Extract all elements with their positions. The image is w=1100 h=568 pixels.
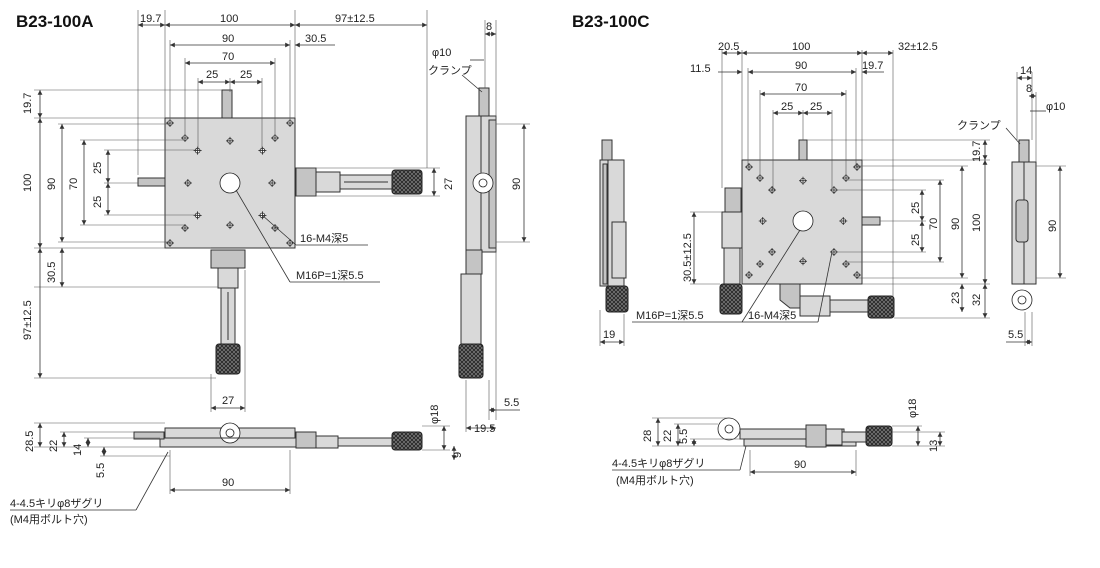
a-dim-top-30-5: 30.5 [305,33,326,45]
a-front-note-1: 4-4.5キリφ8ザグリ [10,496,103,510]
a-top-dimensions: 19.7 100 97±12.5 90 30.5 70 25 25 19.7 1… [22,10,455,412]
a-callout-center: M16P=1深5.5 [296,269,364,282]
a-side-dim-19-5: 19.5 [474,423,495,435]
a-side-dim-phi10: φ10 [432,47,451,59]
c-dim-top-11-5: 11.5 [690,63,711,75]
a-front-dim-90: 90 [222,477,234,489]
c-top-view [719,139,895,319]
c-front-dim-28: 28 [642,430,654,442]
c-dim-top-100: 100 [792,41,810,53]
c-front-view: 28 22 5.5 90 φ18 13 4-4.5キリφ8ザグリ (M4用ボルト… [612,399,945,487]
c-dim-top-70: 70 [795,82,807,94]
a-front-dim-phi18: φ18 [429,405,441,424]
c-front-dim-phi18: φ18 [907,399,919,418]
a-dim-left-19-7: 19.7 [22,93,34,114]
c-front-dim-5-5: 5.5 [678,429,690,444]
a-x-micrometer-knob [391,169,423,195]
c-dim-right-19-7: 19.7 [971,141,983,162]
c-dim-top-25b: 25 [810,101,822,113]
c-right-side-view: 14 8 φ10 クランプ 90 5.5 [957,65,1066,346]
c-side-clamp-label: クランプ [957,119,1001,132]
c-front-note-1: 4-4.5キリφ8ザグリ [612,456,705,470]
a-front-dim-9: 9 [452,452,464,458]
c-side-dim-phi10: φ10 [1046,101,1065,113]
a-side-dim-8: 8 [486,21,492,33]
c-dim-top-19-7: 19.7 [862,60,883,72]
a-dim-right-27: 27 [443,178,455,190]
c-side-dim-5-5: 5.5 [1008,329,1023,341]
a-dim-left-25b: 25 [92,196,104,208]
c-front-dim-13: 13 [928,440,940,452]
model-title-c: B23-100C [572,12,650,31]
a-dim-top-25b: 25 [240,69,252,81]
a-dim-left-30-5: 30.5 [46,262,58,283]
c-callout-center: M16P=1深5.5 [636,309,704,322]
c-side-dim-14: 14 [1020,65,1032,77]
a-dim-left-25a: 25 [92,162,104,174]
c-dim-right-25b: 25 [910,234,922,246]
model-title-a: B23-100A [16,12,94,31]
a-dim-top-97: 97±12.5 [335,13,375,25]
c-front-note-2: (M4用ボルト穴) [616,473,694,487]
a-dim-top-90: 90 [222,33,234,45]
c-dim-top-90: 90 [795,60,807,72]
a-front-dim-5-5: 5.5 [95,463,107,478]
c-dim-left-30-5: 30.5±12.5 [682,233,694,282]
c-dim-right-100: 100 [971,214,983,232]
c-side-dim-90: 90 [1047,220,1059,232]
c-dim-top-25a: 25 [781,101,793,113]
c-left-side-view: 19 [599,139,629,346]
c-dim-top-32: 32±12.5 [898,41,938,53]
a-dim-bottom-27: 27 [222,395,234,407]
a-dim-top-25a: 25 [206,69,218,81]
c-dim-right-70: 70 [928,218,940,230]
c-front-dim-90: 90 [794,459,806,471]
c-dim-right-23: 23 [950,292,962,304]
c-front-dim-22: 22 [662,430,674,442]
c-center-hole [792,210,814,232]
a-dim-top-19-7: 19.7 [140,13,161,25]
c-side-dim-8: 8 [1026,83,1032,95]
a-callout-holes: 16-M4深5 [300,232,348,245]
a-dim-left-97: 97±12.5 [22,300,34,340]
a-side-dim-5-5: 5.5 [504,397,519,409]
c-dim-right-90: 90 [950,218,962,230]
a-side-view: 8 φ10 クランプ 90 5.5 19.5 [428,20,530,435]
a-top-view [137,89,423,375]
a-dim-top-70: 70 [222,51,234,63]
a-side-clamp-label: クランプ [428,64,472,77]
a-front-note-2: (M4用ボルト穴) [10,512,88,526]
a-front-dim-22: 22 [48,440,60,452]
a-dim-top-100: 100 [220,13,238,25]
a-dim-left-70: 70 [68,178,80,190]
a-dim-left-100: 100 [22,174,34,192]
a-front-dim-14: 14 [72,444,84,456]
a-front-view: 28.5 22 14 5.5 90 φ18 9 4-4.5キリφ8ザグリ (M4… [10,405,464,526]
a-dim-left-90: 90 [46,178,58,190]
a-side-dim-90: 90 [511,178,523,190]
a-y-micrometer-knob [215,343,241,375]
c-dim-right-25a: 25 [910,202,922,214]
c-callout-holes: 16-M4深5 [748,309,796,322]
c-dim-right-32: 32 [971,294,983,306]
c-dim-top-20-5: 20.5 [718,41,739,53]
a-front-dim-28-5: 28.5 [24,431,36,452]
a-center-hole [219,172,241,194]
c-top-dimensions: 20.5 100 32±12.5 11.5 90 19.7 70 25 25 1… [632,41,990,323]
c-dim-left-19: 19 [603,329,615,341]
